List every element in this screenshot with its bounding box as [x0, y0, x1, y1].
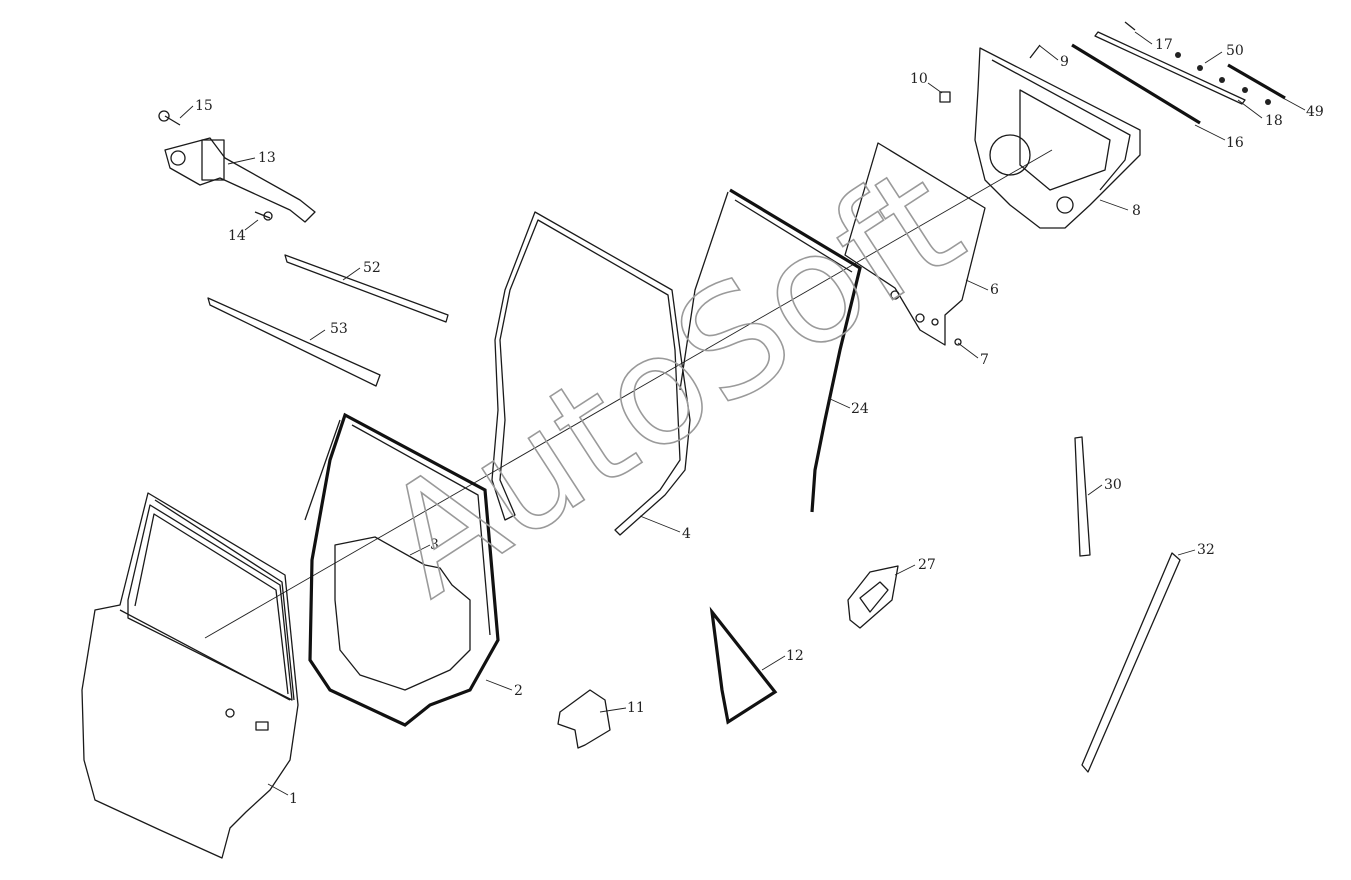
callout-27: 27	[918, 557, 936, 573]
part-2-door-seal	[304, 412, 500, 727]
assembly-axis-line	[204, 149, 1053, 639]
callout-11: 11	[627, 700, 645, 716]
callout-1: 1	[289, 791, 298, 807]
part-4-glass-run	[491, 211, 691, 536]
callout-2: 2	[514, 683, 523, 699]
callout-7: 7	[980, 352, 989, 368]
callout-14: 14	[228, 228, 246, 244]
part-18-outer-strip	[1094, 31, 1246, 105]
part-15-bolt	[158, 110, 181, 126]
part-11-bracket	[557, 689, 611, 749]
callout-10: 10	[910, 71, 928, 87]
part-50-clips	[1175, 52, 1271, 105]
callout-17: 17	[1155, 37, 1173, 53]
callout-6: 6	[990, 282, 999, 298]
part-27-inner-handle	[847, 565, 899, 629]
part-3-inner-panel	[334, 536, 471, 691]
part-9-screw	[1029, 44, 1041, 59]
part-52-strip	[284, 254, 449, 323]
callout-13: 13	[258, 150, 276, 166]
callout-24: 24	[851, 401, 869, 417]
part-49-inner-strip	[1227, 63, 1286, 100]
part-13-door-check	[164, 137, 316, 223]
part-53-strip	[207, 297, 381, 387]
part-8-trim-panel	[974, 47, 1141, 229]
part-24-frame-seal	[679, 188, 862, 513]
part-17-pin	[1124, 21, 1136, 31]
callout-50: 50	[1226, 43, 1244, 59]
part-7-glass-fasteners	[890, 290, 962, 346]
part-6-door-glass	[844, 142, 986, 346]
part-16-beltline-strip	[1071, 43, 1201, 125]
callout-12: 12	[786, 648, 804, 664]
callout-49: 49	[1306, 104, 1324, 120]
part-10-clip	[939, 91, 951, 103]
part-32-sash-trim	[1081, 552, 1181, 773]
callout-8: 8	[1132, 203, 1141, 219]
callout-53: 53	[330, 321, 348, 337]
part-14-bolt	[254, 211, 273, 221]
callout-18: 18	[1265, 113, 1283, 129]
callout-4: 4	[682, 526, 691, 542]
callout-16: 16	[1226, 135, 1244, 151]
callout-52: 52	[363, 260, 381, 276]
callout-3: 3	[430, 537, 439, 553]
leader-lines	[179, 31, 1306, 796]
callout-15: 15	[195, 98, 213, 114]
watermark-text: AutoSoft	[355, 133, 990, 630]
part-12-corner-trim	[709, 606, 778, 725]
part-1-door-shell	[81, 492, 299, 859]
part-30-pillar-trim	[1074, 436, 1091, 557]
callout-30: 30	[1104, 477, 1122, 493]
callout-32: 32	[1197, 542, 1215, 558]
callout-9: 9	[1060, 54, 1069, 70]
